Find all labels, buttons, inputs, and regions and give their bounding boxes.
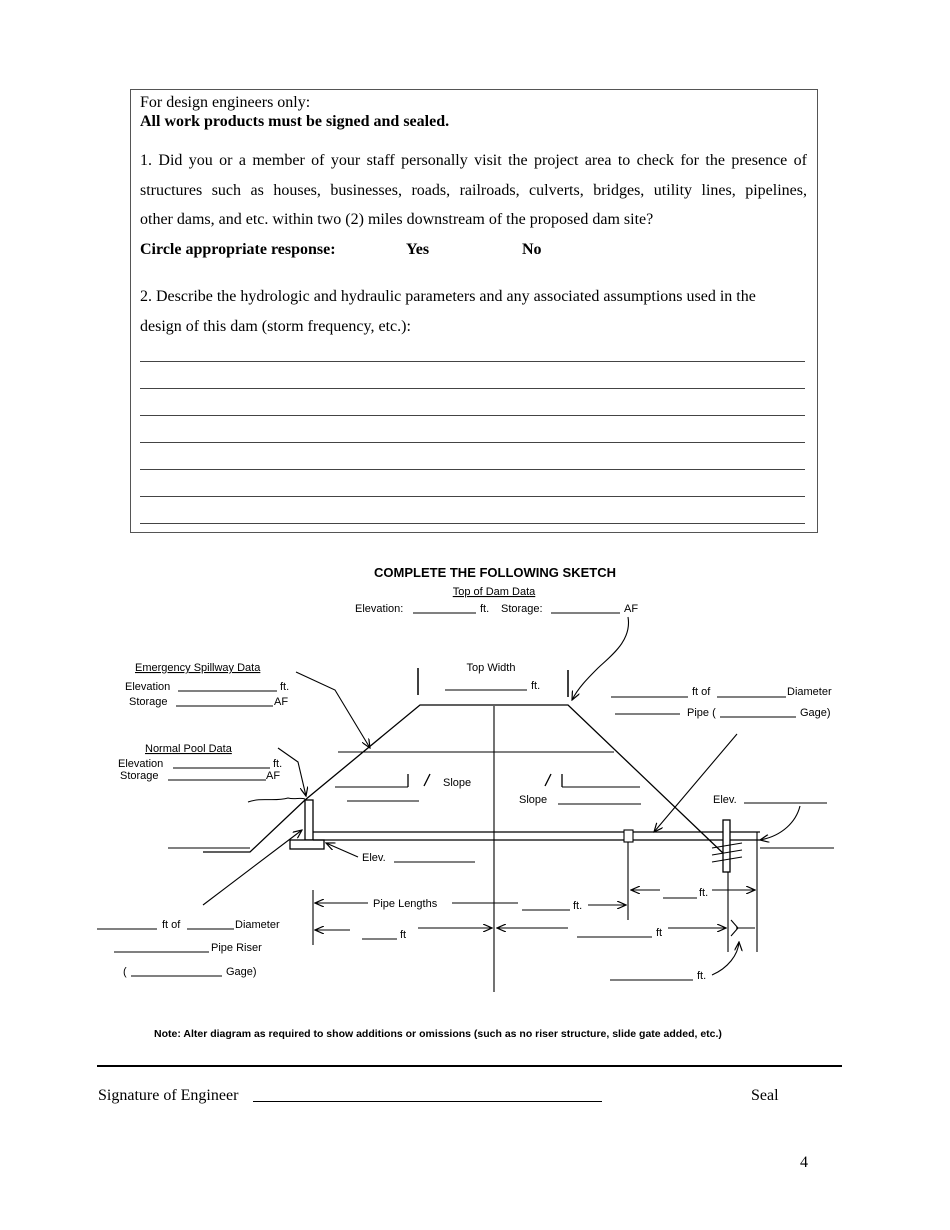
- sketch-note: Note: Alter diagram as required to show …: [154, 1028, 722, 1040]
- normal-pool-heading: Normal Pool Data: [145, 743, 233, 755]
- response-yes[interactable]: Yes: [406, 241, 430, 258]
- question-2-line-1: 2. Describe the hydrologic and hydraulic…: [140, 288, 756, 305]
- collar-length-arrow: [711, 942, 739, 976]
- header-line-2: All work products must be signed and sea…: [140, 113, 450, 130]
- outlet-elevation-arrow: [760, 805, 801, 840]
- pool-elevation-unit: ft.: [273, 758, 282, 770]
- top-elevation-unit: ft.: [480, 603, 489, 615]
- top-width-label: Top Width: [467, 662, 516, 674]
- riser-base: [289, 839, 325, 850]
- slope-right-label: Slope: [519, 794, 547, 806]
- header-line-1: For design engineers only:: [140, 94, 311, 111]
- slope-left-slash: [423, 773, 431, 787]
- top-storage-pointer-arrow: [572, 616, 630, 700]
- response-label: Circle appropriate response:: [140, 241, 336, 258]
- seal-label: Seal: [751, 1087, 779, 1104]
- pipe-joint: [623, 829, 634, 843]
- spillway-pointer-arrow: [295, 671, 370, 748]
- pipe-lengths-label: Pipe Lengths: [373, 898, 438, 910]
- answer-line[interactable]: [140, 523, 805, 524]
- dam-sketch: COMPLETE THE FOLLOWING SKETCH Top of Dam…: [97, 565, 834, 1040]
- question-1-line-3: other dams, and etc. within two (2) mile…: [140, 211, 654, 228]
- page-number: 4: [800, 1154, 808, 1171]
- signature-blank[interactable]: [253, 1101, 602, 1102]
- spillway-heading: Emergency Spillway Data: [135, 662, 261, 674]
- top-elevation-label: Elevation:: [355, 603, 403, 615]
- pool-pointer-arrow: [277, 747, 306, 796]
- pipe-length-1-unit: ft.: [573, 900, 582, 912]
- pipe-label: Pipe (: [687, 707, 716, 719]
- signature-divider: [97, 1065, 842, 1067]
- answer-line[interactable]: [140, 496, 805, 497]
- riser-elevation-label: Elev.: [362, 852, 386, 864]
- sketch-title: COMPLETE THE FOLLOWING SKETCH: [374, 565, 616, 580]
- answer-line[interactable]: [140, 415, 805, 416]
- answer-line[interactable]: [140, 442, 805, 443]
- riser-ft-of: ft of: [162, 919, 181, 931]
- answer-line[interactable]: [140, 388, 805, 389]
- riser-pipe-riser-label: Pipe Riser: [211, 942, 262, 954]
- pipe-diameter-label: Diameter: [787, 686, 832, 698]
- outlet-length-unit: ft.: [699, 887, 708, 899]
- collar-length-unit: ft.: [697, 970, 706, 982]
- outlet-elevation-label: Elev.: [713, 794, 737, 806]
- question-1-line-2: structures such as houses, businesses, r…: [140, 182, 807, 199]
- spillway-elevation-label: Elevation: [125, 681, 170, 693]
- riser-elevation-arrow: [326, 843, 359, 858]
- upstream-length-unit: ft: [400, 929, 406, 941]
- question-2-line-2: design of this dam (storm frequency, etc…: [140, 318, 411, 335]
- downstream-length-unit: ft: [656, 927, 662, 939]
- signature-label: Signature of Engineer: [98, 1087, 239, 1104]
- spillway-elevation-unit: ft.: [280, 681, 289, 693]
- response-no[interactable]: No: [522, 241, 542, 258]
- riser-diameter-label: Diameter: [235, 919, 280, 931]
- spillway-storage-unit: AF: [274, 696, 288, 708]
- pool-storage-unit: AF: [266, 770, 280, 782]
- pipe-gage-label: Gage): [800, 707, 831, 719]
- riser-gage-open: (: [123, 966, 127, 978]
- question-1-line-1: 1. Did you or a member of your staff per…: [140, 152, 807, 169]
- pool-storage-label: Storage: [120, 770, 159, 782]
- answer-line[interactable]: [140, 361, 805, 362]
- pool-elevation-label: Elevation: [118, 758, 163, 770]
- pipe-pointer-arrow: [654, 733, 738, 832]
- water-surface: [247, 797, 306, 803]
- top-width-unit: ft.: [531, 680, 540, 692]
- spillway-storage-label: Storage: [129, 696, 168, 708]
- pipe-ft-of: ft of: [692, 686, 711, 698]
- top-storage-label: Storage:: [501, 603, 543, 615]
- top-of-dam-heading: Top of Dam Data: [453, 586, 536, 598]
- riser-gage-label: Gage): [226, 966, 257, 978]
- slope-left-label: Slope: [443, 777, 471, 789]
- riser-pointer-arrow: [202, 830, 302, 906]
- outlet-hatch: [711, 842, 743, 863]
- answer-line[interactable]: [140, 469, 805, 470]
- slope-right-slash: [544, 773, 552, 787]
- design-engineers-box: For design engineers only: All work prod…: [130, 89, 818, 533]
- riser-structure: [304, 799, 314, 841]
- collar-span-arrowhead: [730, 919, 739, 937]
- top-storage-unit: AF: [624, 603, 638, 615]
